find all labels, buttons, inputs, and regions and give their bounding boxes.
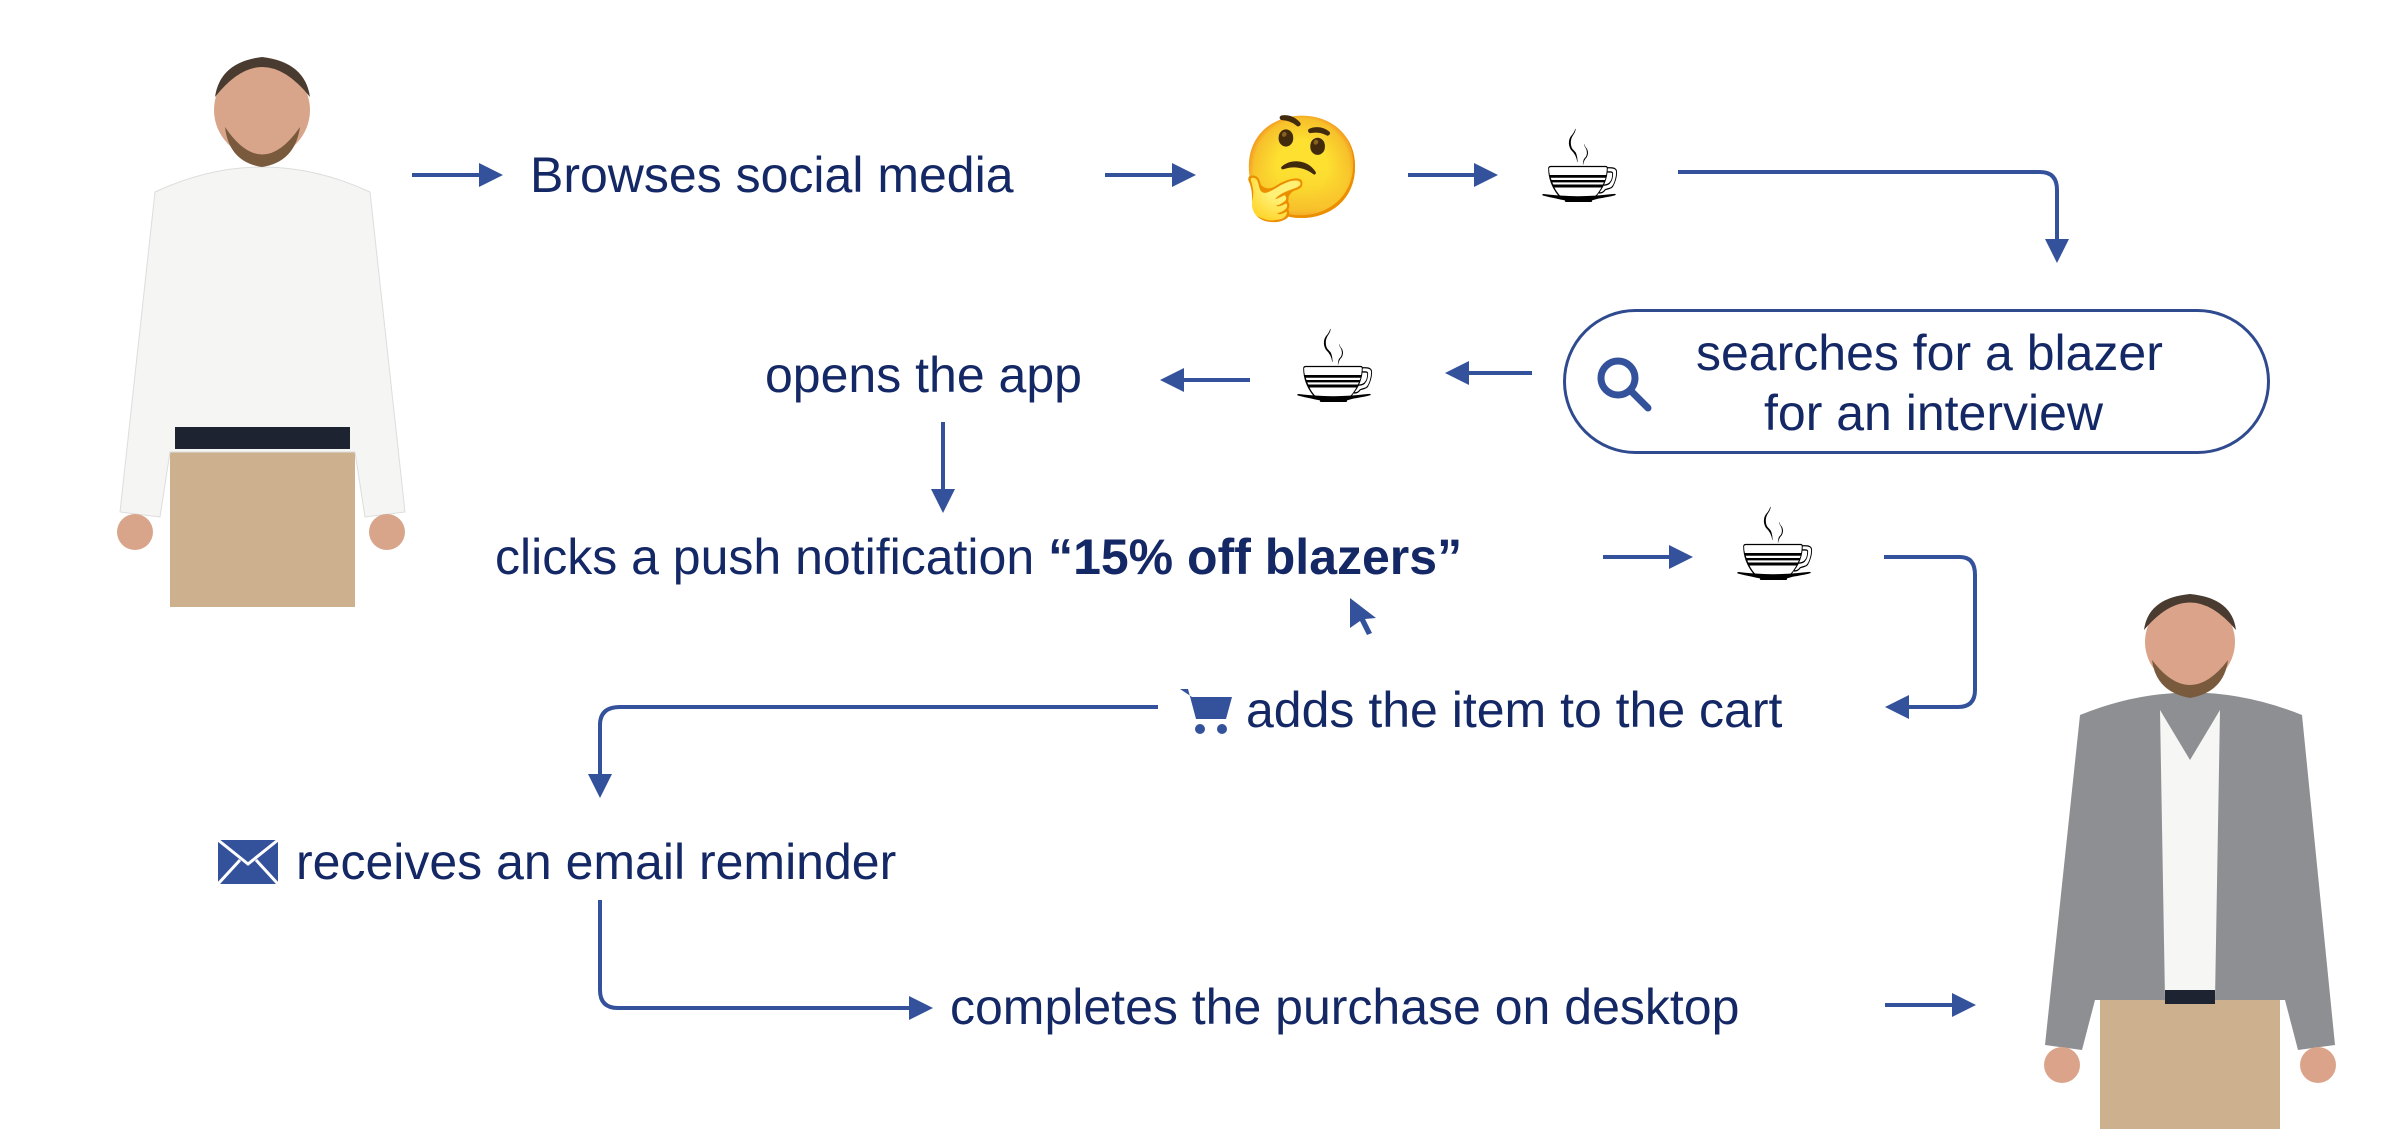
push-notification-offer: “15% off blazers” [1048,529,1463,585]
envelope-icon [218,840,278,884]
coffee-cup-icon: ☕ [1535,112,1625,224]
cart-icon [1180,689,1232,734]
coffee-cup-icon: ☕ [1730,490,1820,602]
step-browse-social-media: Browses social media [530,147,1014,203]
search-icon [1597,357,1652,412]
step-push-notification: clicks a push notification “15% off blaz… [495,532,1462,582]
search-step-line2: for an interview [1764,385,2104,441]
search-step-line1: searches for a blazer [1696,325,2163,381]
cursor-icon [1350,598,1376,635]
coffee-cup-icon: ☕ [1290,312,1380,424]
step-add-to-cart: adds the item to the cart [1246,682,1783,738]
step-complete-purchase: completes the purchase on desktop [950,979,1740,1035]
search-step-pill: searches for a blazer for an interview [1563,309,2270,454]
person-start-image [115,42,410,607]
push-notification-text: clicks a push notification [495,529,1049,585]
step-open-app: opens the app [765,347,1082,403]
thinking-face-icon: 🤔 [1240,112,1365,224]
step-email-reminder: receives an email reminder [296,834,897,890]
person-end-image [2040,580,2340,1129]
